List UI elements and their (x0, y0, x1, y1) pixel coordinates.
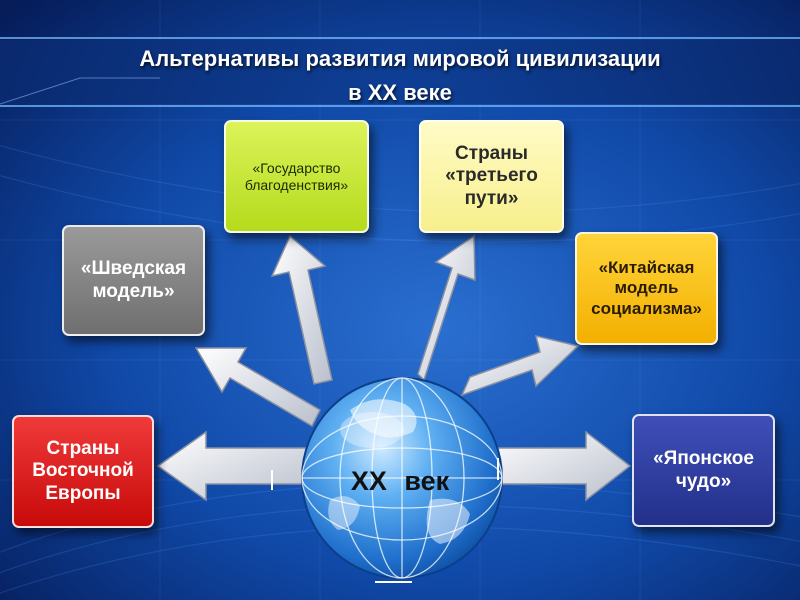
arrow-to-eastern-europe (156, 430, 313, 502)
box-third-way: Страны «третьего пути» (419, 120, 564, 233)
title-banner (0, 37, 800, 107)
arrow-to-third-way (417, 234, 476, 382)
arrow-to-welfare-state (270, 234, 333, 385)
box-swedish-model: «Шведская модель» (62, 225, 205, 336)
box-eastern-europe: Страны Восточной Европы (12, 415, 154, 528)
arrow-to-swedish-model (194, 347, 321, 428)
box-swedish-model-label: «Шведская модель» (80, 258, 187, 302)
page-title-line-1: Альтернативы развития мировой цивилизаци… (139, 46, 661, 71)
globe (301, 377, 503, 579)
box-japanese-miracle: «Японское чудо» (632, 414, 775, 527)
box-chinese-model-label: «Китайская модель социализма» (591, 258, 702, 318)
page-title-line-2: в XX веке (348, 80, 452, 105)
box-chinese-model: «Китайская модель социализма» (575, 232, 718, 345)
box-japanese-miracle-label: «Японское чудо» (653, 448, 754, 492)
box-eastern-europe-label: Страны Восточной Европы (32, 437, 134, 504)
globe-label: XX век (350, 466, 450, 496)
box-welfare-state: «Государство благоденствия» (224, 120, 369, 233)
box-welfare-state-label: «Государство благоденствия» (244, 159, 349, 193)
box-third-way-label: Страны «третьего пути» (445, 142, 538, 209)
arrow-to-chinese-model (460, 334, 580, 397)
arrow-to-japanese-miracle (489, 430, 632, 502)
